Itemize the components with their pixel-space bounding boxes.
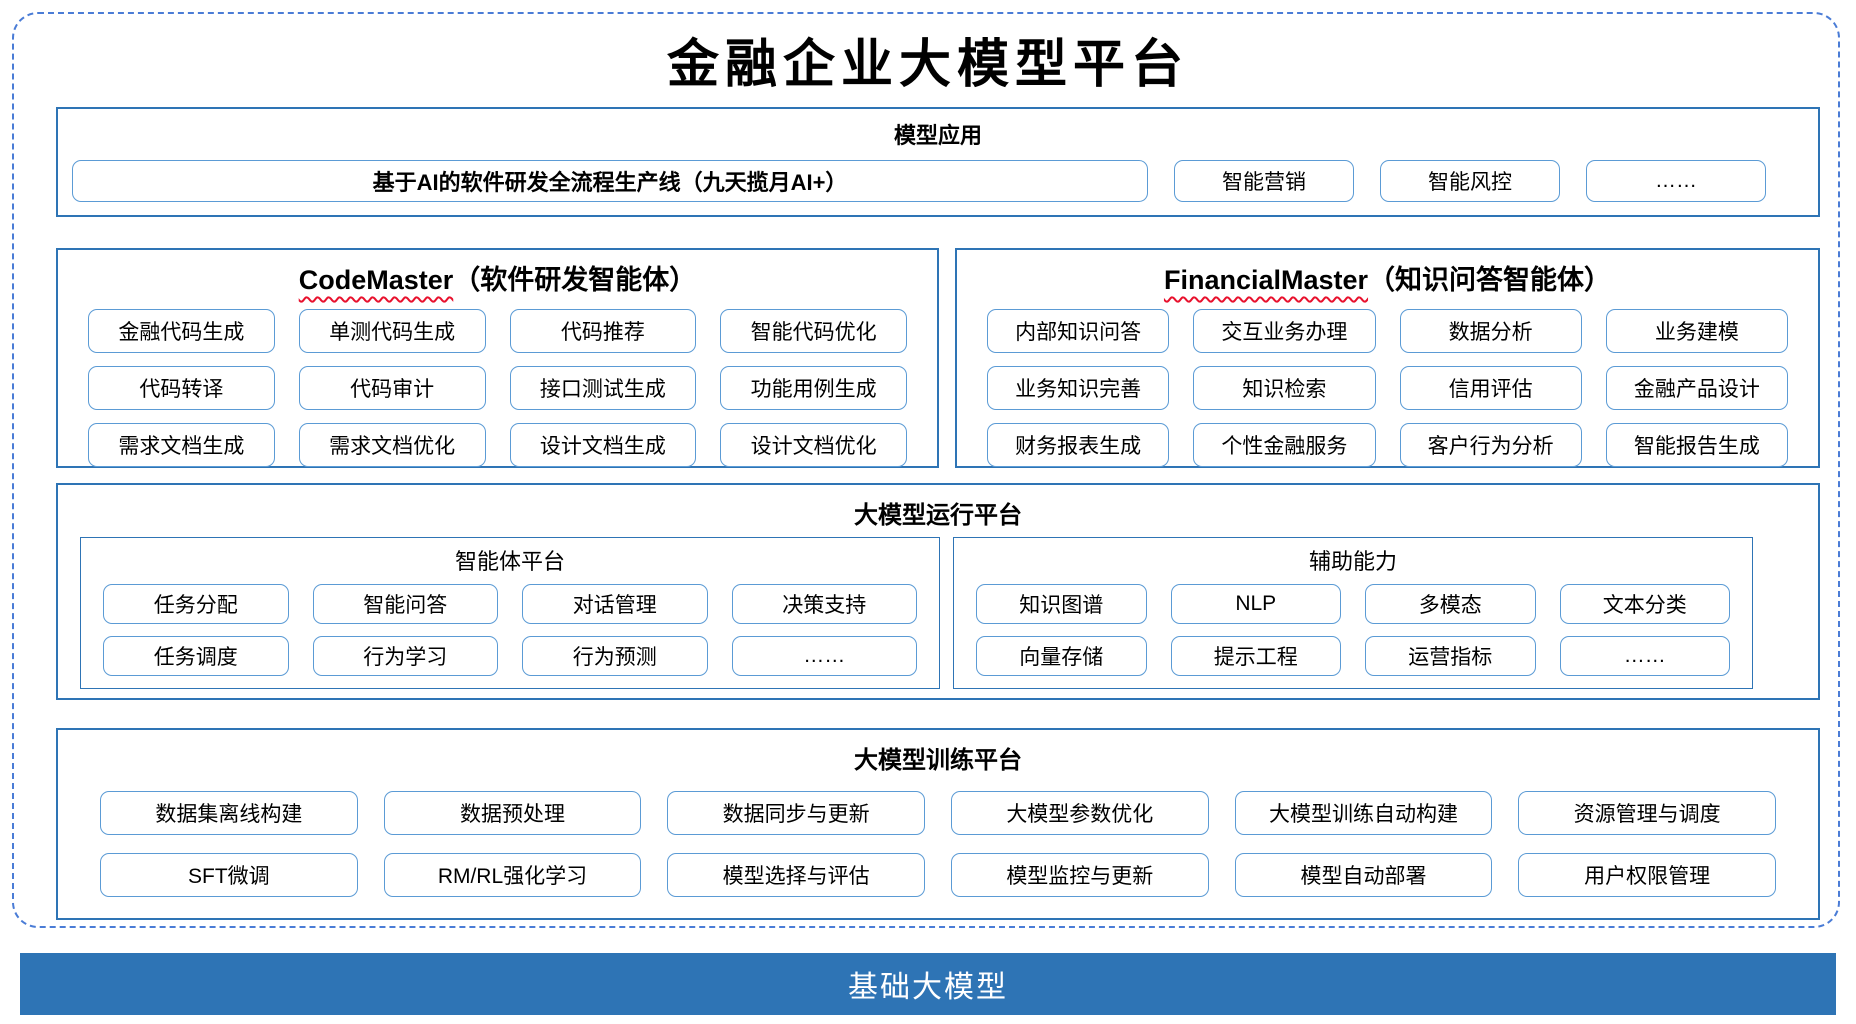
financial-capability-pill: 交互业务办理	[1193, 309, 1376, 353]
auxiliary-capability-pill: 运营指标	[1365, 636, 1536, 676]
agent-platform-pill: 智能问答	[312, 584, 498, 624]
platform-dashed-frame	[12, 12, 1840, 928]
model-applications-header: 模型应用	[893, 123, 982, 148]
training-capability-pill: 大模型训练自动构建	[1234, 791, 1493, 835]
agent-platform-pill: 行为预测	[522, 636, 708, 676]
code-capability-pill: 需求文档生成	[88, 423, 275, 467]
code-capability-pill: 单测代码生成	[298, 309, 486, 353]
code-capability-pill: 金融代码生成	[88, 309, 275, 353]
financial-capability-pill: 智能报告生成	[1605, 423, 1788, 467]
financial-capability-pill: 业务知识完善	[987, 366, 1170, 410]
financial-capability-pill: 知识检索	[1193, 366, 1376, 410]
code-master-section: CodeMaster（软件研发智能体） 金融代码生成 单测代码生成 代码推荐 智…	[56, 248, 939, 468]
auxiliary-capabilities-header: 辅助能力	[1308, 549, 1397, 574]
agent-platform-header: 智能体平台	[454, 549, 565, 574]
page-title: 金融企业大模型平台	[666, 34, 1189, 95]
financial-capability-pill: 金融产品设计	[1605, 366, 1788, 410]
app-pill: 智能营销	[1174, 160, 1354, 202]
financial-capability-pill: 客户行为分析	[1399, 423, 1582, 467]
training-capability-pill: 模型自动部署	[1234, 853, 1493, 897]
runtime-platform-section: 大模型运行平台 智能体平台 任务分配 智能问答 对话管理 决策支持 任务调度 行…	[56, 483, 1820, 700]
financial-master-grid: 内部知识问答 交互业务办理 数据分析 业务建模 业务知识完善 知识检索 信用评估…	[987, 309, 1788, 467]
training-capability-pill: 数据集离线构建	[100, 791, 358, 835]
auxiliary-capability-pill: 多模态	[1365, 584, 1536, 624]
code-capability-pill: 设计文档优化	[720, 423, 907, 467]
agent-platform-pill: 任务分配	[103, 584, 289, 624]
financial-capability-pill: 内部知识问答	[987, 309, 1170, 353]
financial-capability-pill: 财务报表生成	[987, 423, 1170, 467]
code-capability-pill: 功能用例生成	[720, 366, 907, 410]
code-capability-pill: 代码审计	[298, 366, 486, 410]
app-pill-ellipsis: ……	[1586, 160, 1766, 202]
auxiliary-capability-pill: 知识图谱	[976, 584, 1147, 624]
training-platform-section: 大模型训练平台 数据集离线构建 数据预处理 数据同步与更新 大模型参数优化 大模…	[56, 728, 1820, 920]
financial-capability-pill: 数据分析	[1399, 309, 1582, 353]
runtime-platform-header: 大模型运行平台	[854, 502, 1022, 529]
code-capability-pill: 设计文档生成	[509, 423, 697, 467]
agent-platform-grid: 任务分配 智能问答 对话管理 决策支持 任务调度 行为学习 行为预测 ……	[103, 584, 917, 676]
auxiliary-capability-pill: 提示工程	[1170, 636, 1341, 676]
app-pill: 智能风控	[1380, 160, 1560, 202]
foundation-model-label: 基础大模型	[848, 971, 1008, 1004]
financial-master-title-zh: （知识问答智能体）	[1368, 265, 1612, 295]
agent-platform-pill-ellipsis: ……	[731, 636, 917, 676]
agent-platform-box: 智能体平台 任务分配 智能问答 对话管理 决策支持 任务调度 行为学习 行为预测…	[80, 537, 940, 689]
code-master-title: CodeMaster（软件研发智能体）	[58, 258, 937, 297]
training-platform-grid: 数据集离线构建 数据预处理 数据同步与更新 大模型参数优化 大模型训练自动构建 …	[100, 791, 1776, 897]
code-master-grid: 金融代码生成 单测代码生成 代码推荐 智能代码优化 代码转译 代码审计 接口测试…	[88, 309, 907, 467]
training-capability-pill: SFT微调	[100, 853, 358, 897]
training-capability-pill: 模型选择与评估	[667, 853, 925, 897]
auxiliary-capabilities-box: 辅助能力 知识图谱 NLP 多模态 文本分类 向量存储 提示工程 运营指标 ……	[953, 537, 1753, 689]
code-capability-pill: 需求文档优化	[298, 423, 486, 467]
agent-platform-pill: 行为学习	[312, 636, 498, 676]
agent-platform-pill: 任务调度	[103, 636, 289, 676]
financial-capability-pill: 个性金融服务	[1193, 423, 1376, 467]
training-capability-pill: 大模型参数优化	[950, 791, 1209, 835]
financial-master-title-en: FinancialMaster	[1163, 265, 1369, 295]
training-capability-pill: 用户权限管理	[1518, 853, 1776, 897]
code-capability-pill: 代码转译	[88, 366, 275, 410]
foundation-model-bar: 基础大模型	[20, 953, 1836, 1015]
auxiliary-capability-pill: 文本分类	[1559, 584, 1730, 624]
model-applications-section: 模型应用 基于AI的软件研发全流程生产线（九天揽月AI+） 智能营销 智能风控 …	[56, 107, 1820, 217]
financial-master-section: FinancialMaster（知识问答智能体） 内部知识问答 交互业务办理 数…	[955, 248, 1820, 468]
code-capability-pill: 接口测试生成	[509, 366, 697, 410]
training-capability-pill: 数据同步与更新	[667, 791, 925, 835]
training-capability-pill: RM/RL强化学习	[383, 853, 642, 897]
code-capability-pill: 代码推荐	[509, 309, 697, 353]
auxiliary-capability-pill-ellipsis: ……	[1559, 636, 1730, 676]
model-applications-row: 基于AI的软件研发全流程生产线（九天揽月AI+） 智能营销 智能风控 ……	[72, 160, 1804, 202]
training-capability-pill: 资源管理与调度	[1518, 791, 1776, 835]
auxiliary-capabilities-grid: 知识图谱 NLP 多模态 文本分类 向量存储 提示工程 运营指标 ……	[976, 584, 1730, 676]
financial-capability-pill: 信用评估	[1399, 366, 1582, 410]
code-master-title-zh: （软件研发智能体）	[453, 265, 697, 295]
auxiliary-capability-pill: 向量存储	[976, 636, 1147, 676]
auxiliary-capability-pill: NLP	[1170, 584, 1341, 624]
financial-master-title: FinancialMaster（知识问答智能体）	[957, 258, 1818, 297]
financial-capability-pill: 业务建模	[1605, 309, 1788, 353]
training-capability-pill: 数据预处理	[383, 791, 642, 835]
code-master-title-en: CodeMaster	[298, 265, 454, 295]
training-platform-header: 大模型训练平台	[854, 747, 1022, 774]
code-capability-pill: 智能代码优化	[720, 309, 907, 353]
agent-platform-pill: 决策支持	[731, 584, 917, 624]
agent-platform-pill: 对话管理	[522, 584, 708, 624]
featured-app-pill: 基于AI的软件研发全流程生产线（九天揽月AI+）	[72, 160, 1148, 202]
training-capability-pill: 模型监控与更新	[950, 853, 1209, 897]
